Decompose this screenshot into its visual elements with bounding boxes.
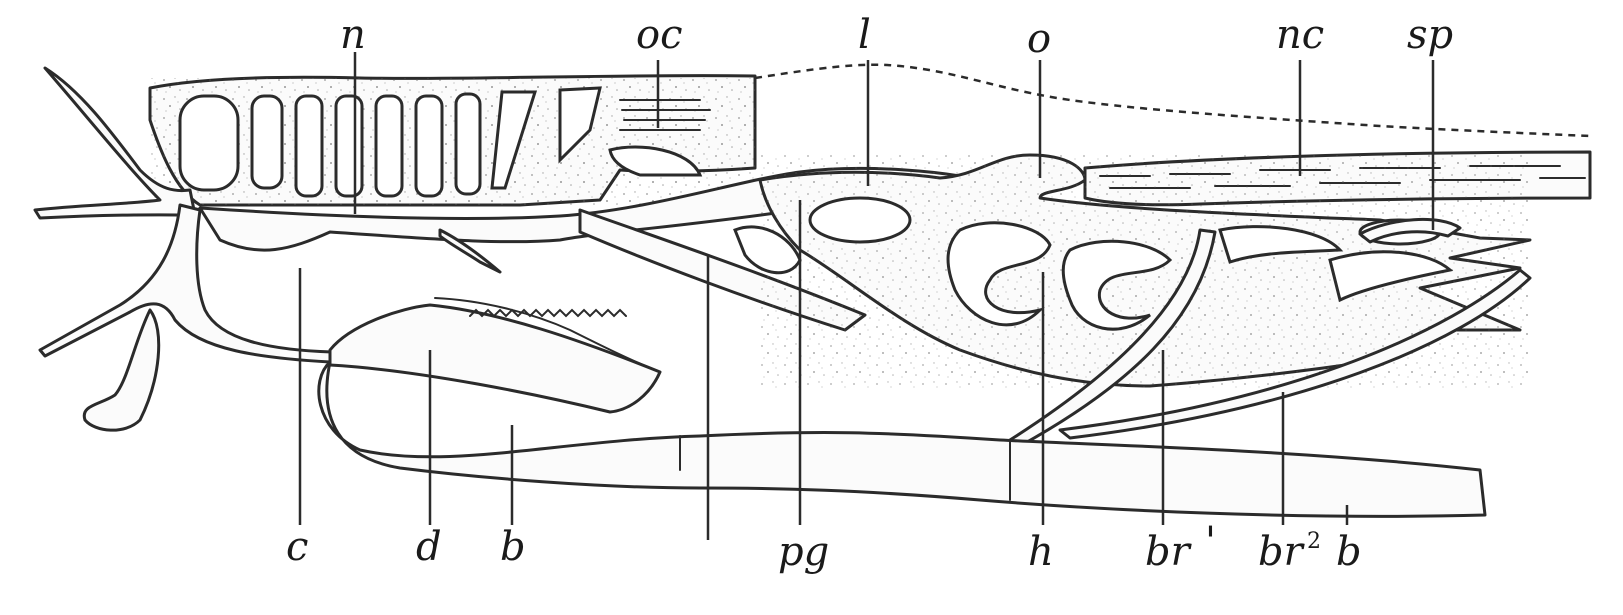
- otic-capsule-striations: [619, 99, 711, 131]
- label-oc: oc: [636, 12, 682, 58]
- label-n: n: [340, 12, 366, 58]
- label-d: d: [416, 524, 442, 570]
- meckel-hook: [438, 228, 502, 274]
- left-detached-cartilage: [82, 308, 161, 432]
- label-leaders: [298, 52, 1435, 540]
- ventral-body: [317, 360, 1487, 518]
- branchial-ray-2: [1058, 268, 1532, 440]
- label-br1: br: [1145, 529, 1193, 575]
- label-c: c: [286, 524, 308, 570]
- lower-jaw: [328, 303, 662, 414]
- dorsal-dashed-outline: [754, 63, 1591, 138]
- label-pg: pg: [778, 529, 829, 575]
- left-lower-process: [38, 203, 334, 364]
- label-b-right: b: [1336, 529, 1362, 575]
- neurocranium-stipple: [150, 78, 755, 205]
- label-br2: br: [1258, 529, 1306, 575]
- label-br2-mark: 2: [1307, 529, 1321, 554]
- label-sp: sp: [1407, 12, 1453, 58]
- label-br1-mark: ': [1205, 519, 1216, 565]
- label-h: h: [1028, 529, 1054, 575]
- cranial-fenestrae: [178, 86, 703, 198]
- left-branching-process: [33, 66, 197, 220]
- label-b-left: b: [500, 524, 526, 570]
- label-nc: nc: [1276, 12, 1324, 58]
- label-l: l: [858, 12, 871, 58]
- jaw-teeth: [434, 297, 661, 373]
- spiracle-process: [1358, 218, 1462, 244]
- label-o: o: [1027, 16, 1051, 62]
